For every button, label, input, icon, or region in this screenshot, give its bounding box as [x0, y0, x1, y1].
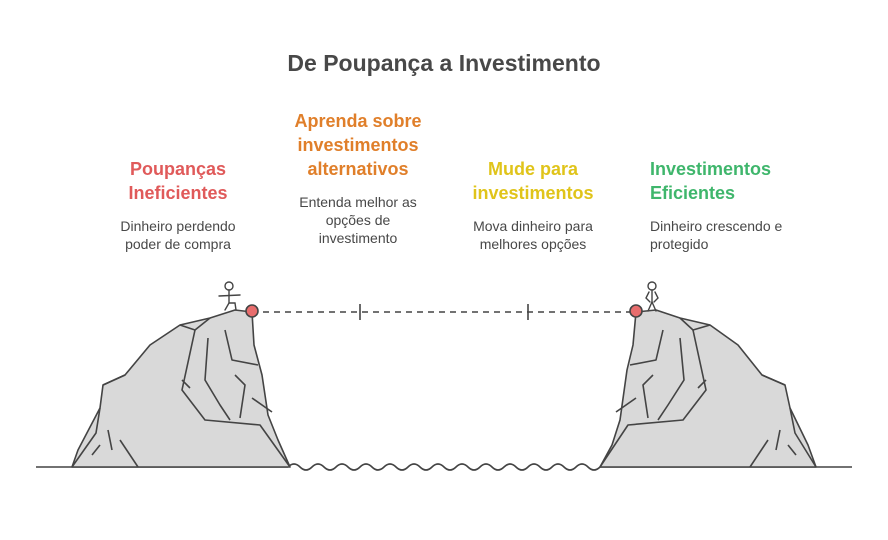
- step-3-desc-line-2: melhores opções: [479, 236, 587, 252]
- step-4-heading-line-1: Investimentos: [650, 159, 772, 179]
- left-cliff: [71, 309, 291, 468]
- step-4-desc-line-2: protegido: [650, 236, 709, 252]
- step-1-description: Dinheiro perdendo poder de compra: [98, 217, 258, 253]
- step-1-heading-line-2: Ineficientes: [128, 183, 228, 203]
- step-4-heading: Investimentos Eficientes: [650, 157, 830, 205]
- step-1-desc-line-1: Dinheiro perdendo: [120, 218, 236, 234]
- step-2-description: Entenda melhor as opções de investimento: [268, 193, 448, 247]
- right-cliff: [599, 309, 817, 468]
- step-2-heading-line-1: Aprenda sobre: [294, 111, 422, 131]
- step-4-description: Dinheiro crescendo e protegido: [650, 217, 830, 253]
- step-3-heading-line-2: investimentos: [472, 183, 594, 203]
- step-1-heading-line-1: Poupanças: [129, 159, 227, 179]
- step-4-heading-line-2: Eficientes: [650, 183, 736, 203]
- left-marker-dot: [245, 304, 259, 318]
- step-1-heading: Poupanças Ineficientes: [98, 157, 258, 205]
- right-marker-dot: [629, 304, 643, 318]
- step-2-desc-line-3: investimento: [318, 230, 398, 246]
- step-3-description: Mova dinheiro para melhores opções: [448, 217, 618, 253]
- sitting-person-icon: [218, 281, 241, 311]
- step-aprenda-alternativos: Aprenda sobre investimentos alternativos…: [268, 109, 448, 247]
- step-2-desc-line-1: Entenda melhor as: [299, 194, 417, 210]
- step-poupancas-ineficientes: Poupanças Ineficientes Dinheiro perdendo…: [98, 157, 258, 253]
- standing-person-icon: [645, 281, 659, 312]
- step-3-heading: Mude para investimentos: [448, 157, 618, 205]
- step-mude-investimentos: Mude para investimentos Mova dinheiro pa…: [448, 157, 618, 253]
- step-4-desc-line-1: Dinheiro crescendo e: [650, 218, 783, 234]
- step-1-desc-line-2: poder de compra: [125, 236, 231, 252]
- step-2-heading: Aprenda sobre investimentos alternativos: [268, 109, 448, 181]
- page-title: De Poupança a Investimento: [287, 50, 601, 76]
- water-waves: [287, 463, 601, 471]
- step-investimentos-eficientes: Investimentos Eficientes Dinheiro cresce…: [650, 157, 830, 253]
- step-3-desc-line-1: Mova dinheiro para: [473, 218, 593, 234]
- step-2-desc-line-2: opções de: [325, 212, 391, 228]
- step-3-heading-line-1: Mude para: [487, 159, 579, 179]
- step-2-heading-line-2: investimentos: [297, 135, 419, 155]
- step-2-heading-line-3: alternativos: [307, 159, 409, 179]
